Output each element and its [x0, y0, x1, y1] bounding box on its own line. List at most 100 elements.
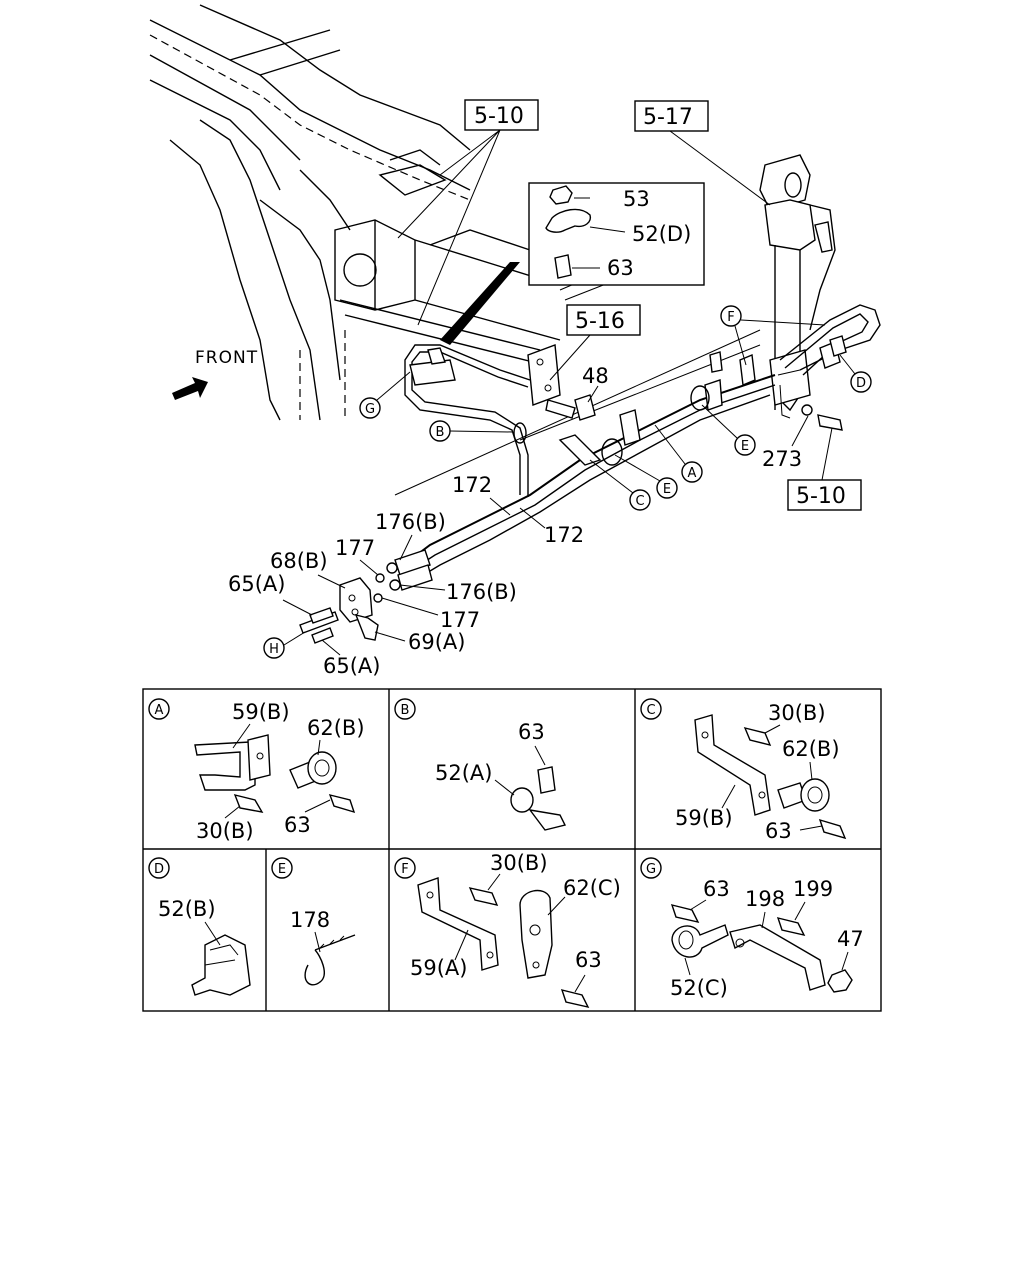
- front-arrow-icon: [172, 377, 208, 400]
- callout-a: A: [654, 424, 703, 483]
- front-label: FRONT: [195, 348, 258, 368]
- svg-text:B: B: [436, 425, 445, 440]
- panel-a: A 59(B) 62(B) 30(B) 63: [148, 698, 365, 843]
- panel-f-label-30b: 30(B): [490, 851, 548, 875]
- panel-b: B 63 52(A): [394, 698, 567, 831]
- bracket-icon: [417, 877, 499, 971]
- panel-a-label-63: 63: [284, 813, 311, 837]
- detail-inset: 53 52(D) 63: [528, 182, 705, 286]
- panel-g: G 63 198 199 47 52(C): [640, 857, 864, 1000]
- svg-text:H: H: [269, 642, 279, 657]
- svg-text:A: A: [155, 703, 164, 718]
- panel-f-label-63: 63: [575, 948, 602, 972]
- callout-f: F: [720, 305, 826, 366]
- svg-text:G: G: [646, 862, 656, 877]
- chassis-frame: [149, 4, 561, 421]
- svg-text:A: A: [688, 466, 697, 481]
- bolt-icon: [670, 904, 700, 924]
- nut-icon: [549, 185, 573, 205]
- bolt-icon: [818, 818, 847, 840]
- lower-left-fittings: [299, 549, 433, 644]
- clip-icon: [510, 787, 534, 813]
- label-68b: 68(B): [270, 549, 328, 573]
- bolt-icon: [554, 254, 572, 279]
- svg-text:E: E: [741, 439, 749, 454]
- panel-b-label-63: 63: [518, 720, 545, 744]
- svg-text:C: C: [635, 494, 644, 509]
- svg-text:D: D: [154, 862, 164, 877]
- panel-c: C 30(B) 62(B) 59(B) 63: [640, 698, 847, 843]
- panel-a-label-59b: 59(B): [232, 700, 290, 724]
- ref-box-5-10-bottom: 5-10: [787, 427, 862, 511]
- clip-icon: [191, 934, 251, 996]
- label-52d: 52(D): [632, 222, 691, 246]
- bolt-icon: [537, 766, 556, 794]
- grommet-icon: [307, 751, 337, 785]
- panel-f-label-62c: 62(C): [563, 876, 621, 900]
- panel-g-label-199: 199: [793, 877, 833, 901]
- detail-grid: [142, 688, 882, 1012]
- bolt-icon: [328, 794, 356, 814]
- clamp-icon: [519, 889, 553, 979]
- callout-e-upper: E: [701, 404, 756, 456]
- svg-text:D: D: [856, 376, 866, 391]
- svg-text:B: B: [401, 703, 410, 718]
- callout-b: B: [429, 420, 513, 442]
- panel-d-label-52b: 52(B): [158, 897, 216, 921]
- panel-a-label-30b: 30(B): [196, 819, 254, 843]
- main-callouts: F D G B E A E: [263, 305, 872, 659]
- svg-text:E: E: [663, 482, 671, 497]
- clip-icon: [545, 208, 592, 233]
- svg-text:G: G: [365, 402, 375, 417]
- nut-icon: [827, 969, 853, 993]
- bolt-icon: [468, 887, 499, 906]
- panel-c-label-62b: 62(B): [782, 737, 840, 761]
- svg-text:5-10: 5-10: [796, 484, 846, 509]
- svg-text:F: F: [727, 310, 734, 325]
- panel-e-label-178: 178: [290, 908, 330, 932]
- panel-g-label-52c: 52(C): [670, 976, 728, 1000]
- panel-g-label-198: 198: [745, 887, 785, 911]
- label-53: 53: [623, 187, 650, 211]
- brake-pipes: [404, 304, 881, 581]
- bracket-icon: [194, 741, 256, 791]
- svg-text:F: F: [401, 862, 408, 877]
- panel-d: D 52(B): [148, 857, 251, 996]
- panel-f-label-59a: 59(A): [410, 956, 467, 980]
- label-172-b: 172: [544, 523, 584, 547]
- label-177-b: 177: [440, 608, 480, 632]
- label-176b-a: 176(B): [375, 510, 446, 534]
- label-65a-b: 65(A): [323, 654, 380, 678]
- label-273: 273: [762, 447, 802, 471]
- main-labels: 48 273 172 172 176(B) 176(B) 177 177 68(…: [228, 364, 809, 678]
- front-direction: FRONT: [172, 348, 258, 400]
- panel-e: E 178: [271, 857, 356, 986]
- callout-h: H: [263, 631, 306, 659]
- panel-c-label-63: 63: [765, 819, 792, 843]
- bracket-icon: [694, 714, 771, 816]
- panel-g-label-47: 47: [837, 927, 864, 951]
- callout-g: G: [359, 371, 411, 419]
- bolt-icon: [743, 726, 772, 747]
- label-63-inset: 63: [607, 256, 634, 280]
- svg-text:5-10: 5-10: [474, 104, 524, 129]
- label-172-a: 172: [452, 473, 492, 497]
- panel-a-label-62b: 62(B): [307, 716, 365, 740]
- callout-c: C: [589, 459, 651, 511]
- cable-tie-icon: [304, 934, 356, 986]
- ref-box-5-17: 5-17: [634, 100, 771, 206]
- label-65a-a: 65(A): [228, 572, 285, 596]
- bracket-icon: [729, 924, 826, 991]
- panel-g-label-63: 63: [703, 877, 730, 901]
- svg-text:5-17: 5-17: [643, 105, 693, 130]
- panel-c-label-30b: 30(B): [768, 701, 826, 725]
- label-177-a: 177: [335, 536, 375, 560]
- callout-e-lower: E: [614, 454, 678, 499]
- valve-assembly: [759, 154, 836, 412]
- label-48: 48: [582, 364, 609, 388]
- clamp-icon: [671, 924, 729, 958]
- ref-box-5-16: 5-16: [549, 304, 641, 381]
- bolt-icon: [233, 793, 264, 813]
- callout-d: D: [839, 354, 872, 393]
